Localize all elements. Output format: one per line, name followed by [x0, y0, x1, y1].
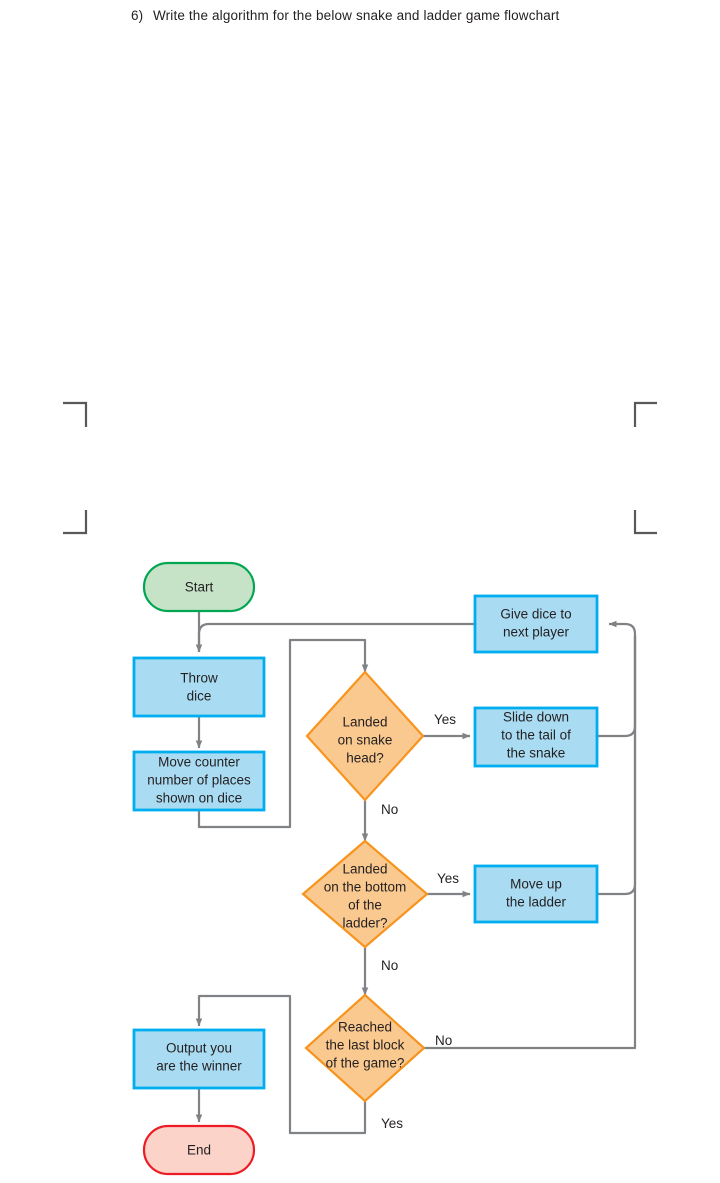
question-text: Write the algorithm for the below snake …: [153, 8, 560, 23]
branch-label-lastblock-no: No: [435, 1033, 452, 1048]
branch-label-snake-yes: Yes: [434, 712, 456, 727]
ladder-bottom-label-line2: on the bottom: [324, 880, 407, 895]
crop-mark-bottom-left: [63, 510, 88, 535]
crop-mark-top-left: [63, 401, 88, 427]
branch-label-lastblock-yes: Yes: [381, 1116, 403, 1131]
last-block-label-line3: of the game?: [326, 1056, 405, 1071]
node-decision-ladder-bottom[interactable]: Landed on the bottom of the ladder?: [301, 839, 429, 949]
throw-dice-shape: [132, 656, 266, 718]
move-counter-shape: [132, 750, 266, 812]
node-move-counter[interactable]: Move counter number of places shown on d…: [132, 750, 266, 812]
ladder-bottom-label-line1: Landed: [342, 862, 387, 877]
snake-head-label-line2: on snake: [338, 733, 393, 748]
end-terminal-shape: [142, 1124, 256, 1176]
output-winner-shape: [132, 1028, 266, 1090]
move-up-ladder-shape: [473, 864, 599, 924]
node-decision-snake-head[interactable]: Landed on snake head?: [305, 670, 425, 802]
node-throw-dice[interactable]: Throw dice: [132, 656, 266, 718]
ladder-bottom-label-line4: ladder?: [342, 916, 387, 931]
output-winner-label-line1: Output you: [166, 1041, 232, 1056]
crop-mark-top-right: [633, 401, 657, 427]
node-start[interactable]: Start: [142, 561, 256, 613]
give-dice-shape: [473, 594, 599, 654]
output-winner-label-line2: are the winner: [156, 1059, 242, 1074]
node-decision-last-block[interactable]: Reached the last block of the game?: [304, 993, 426, 1103]
slide-down-shape: [473, 706, 599, 768]
branch-label-ladder-no: No: [381, 958, 398, 973]
end-terminal-label: End: [187, 1143, 211, 1158]
snake-head-label-line1: Landed: [342, 715, 387, 730]
question-prompt: 6) Write the algorithm for the below snak…: [131, 7, 691, 25]
node-output-winner[interactable]: Output you are the winner: [132, 1028, 266, 1090]
start-terminal-label: Start: [185, 580, 214, 595]
connector-lastblock-yes-to-output: [195, 994, 367, 1135]
node-end[interactable]: End: [142, 1124, 256, 1176]
move-counter-label-line3: shown on dice: [156, 791, 242, 806]
node-move-up-ladder[interactable]: Move up the ladder: [473, 864, 599, 924]
connector-move-to-snake: [197, 638, 369, 829]
node-give-dice[interactable]: Give dice to next player: [473, 594, 599, 654]
slide-down-label-line2: to the tail of: [501, 728, 571, 743]
crop-mark-bottom-right: [633, 510, 657, 535]
question-number: 6): [131, 8, 144, 23]
start-terminal-shape: [142, 561, 256, 613]
move-up-ladder-label-line1: Move up: [510, 877, 562, 892]
snake-head-label-line3: head?: [346, 751, 384, 766]
throw-dice-label-line1: Throw: [180, 671, 218, 686]
last-block-decision-shape: [304, 993, 426, 1103]
move-counter-label-line1: Move counter: [158, 755, 240, 770]
ladder-bottom-label-line3: of the: [348, 898, 382, 913]
last-block-label-line2: the last block: [326, 1038, 405, 1053]
move-up-ladder-label-line2: the ladder: [506, 895, 567, 910]
connector-lastblock-no-to-givedice: [424, 620, 637, 1050]
snake-head-decision-shape: [305, 670, 425, 802]
throw-dice-label-line2: dice: [187, 689, 212, 704]
move-counter-label-line2: number of places: [147, 773, 251, 788]
connector-slide-to-bus: [597, 636, 637, 738]
last-block-label-line1: Reached: [338, 1020, 392, 1035]
connector-moveup-to-bus: [597, 636, 637, 896]
give-dice-label-line1: Give dice to: [500, 607, 571, 622]
node-slide-down[interactable]: Slide down to the tail of the snake: [473, 706, 599, 768]
slide-down-label-line3: the snake: [507, 746, 566, 761]
ladder-bottom-decision-shape: [301, 839, 429, 949]
connector-givedice-to-throw: [197, 622, 475, 652]
slide-down-label-line1: Slide down: [503, 710, 569, 725]
branch-label-ladder-yes: Yes: [437, 871, 459, 886]
branch-label-snake-no: No: [381, 802, 398, 817]
give-dice-label-line2: next player: [503, 625, 570, 640]
